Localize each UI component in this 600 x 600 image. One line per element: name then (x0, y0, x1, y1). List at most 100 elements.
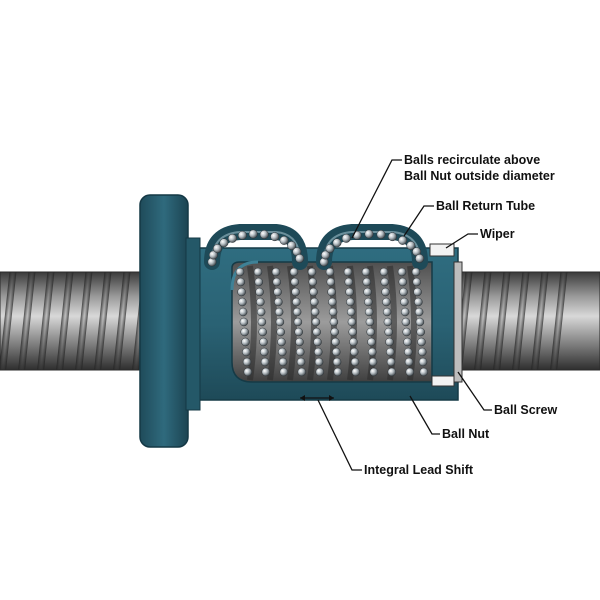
ball-bearing (325, 244, 335, 253)
label-ball-screw: Ball Screw (494, 403, 558, 417)
ball-bearing (260, 357, 270, 367)
ball-bearing (414, 297, 423, 307)
ball-bearing (419, 367, 429, 377)
ball-bearing (346, 297, 355, 307)
ball-bearing (343, 267, 353, 277)
ball-bearing (296, 357, 306, 367)
ball-bearing (376, 230, 386, 239)
ball-bearing (293, 317, 303, 327)
ball-bearing (271, 267, 281, 277)
ball-bearing (290, 277, 300, 287)
ball-bearing (332, 347, 341, 357)
ball-bearing (400, 307, 410, 317)
ball-bearing (328, 307, 338, 317)
ball-bearing (387, 367, 397, 377)
ball-bearing (273, 287, 282, 297)
ball-bearing (328, 297, 337, 307)
ball-bearing (406, 241, 416, 250)
ball-bearing (405, 367, 415, 377)
label-wiper: Wiper (480, 227, 515, 241)
ball-bearing (295, 254, 305, 263)
label-balls-recirculate-1: Balls recirculate above (404, 153, 540, 167)
ball-bearing (239, 317, 249, 327)
ball-bearing (363, 287, 372, 297)
ball-bearing (398, 235, 408, 245)
leader-ball-nut (409, 395, 440, 435)
ball-bearing (295, 337, 304, 347)
ball-bearing (413, 287, 422, 297)
ball-bearing (212, 244, 222, 253)
ball-bearing (379, 267, 389, 277)
ball-bearing (415, 317, 425, 327)
ball-bearing (369, 367, 379, 377)
ball-bearing (242, 357, 252, 367)
ball-bearing (397, 267, 407, 277)
ball-bearing (332, 238, 342, 248)
ball-bearing (364, 307, 374, 317)
ball-bearing (277, 337, 286, 347)
ball-bearing (238, 307, 248, 317)
ball-bearing (346, 307, 356, 317)
ball-bearing (219, 238, 229, 248)
ball-bearing (387, 232, 397, 242)
ball-bearing (414, 307, 424, 317)
ball-bearing (381, 287, 390, 297)
ball-bearing (297, 367, 307, 377)
ball-bearing (404, 357, 414, 367)
ball-bearing (398, 277, 408, 287)
ball-bearing (279, 235, 289, 245)
ball-bearing (243, 367, 253, 377)
ball-bearing (404, 347, 413, 357)
ball-bearing (312, 327, 321, 337)
ball-bearing (345, 287, 354, 297)
ball-bearing (291, 287, 300, 297)
ball-bearing (361, 267, 371, 277)
ball-bearing (236, 277, 246, 287)
ball-bearing (259, 337, 268, 347)
leader-ball-screw (457, 371, 492, 411)
ball-bearing (296, 347, 305, 357)
ball-bearing (341, 233, 351, 243)
ball-bearing (382, 297, 391, 307)
ball-bearing (326, 277, 336, 287)
ball-bearing (330, 327, 339, 337)
label-balls-recirculate-2: Ball Nut outside diameter (404, 169, 555, 183)
ball-bearing (274, 297, 283, 307)
ball-bearing (257, 317, 267, 327)
ball-bearing (331, 337, 340, 347)
ball-bearing (362, 277, 372, 287)
ball-bearing (412, 277, 422, 287)
ball-bearing (367, 337, 376, 347)
ball-bearing (248, 229, 258, 239)
ball-bearing (327, 287, 336, 297)
ball-bearing (401, 317, 411, 327)
ball-bearing (289, 267, 299, 277)
ball-bearing (256, 307, 266, 317)
leader-integral-lead-shift (317, 399, 362, 471)
ball-bearing (364, 229, 374, 239)
leader-wiper (445, 233, 478, 249)
ball-bearing (258, 327, 267, 337)
ball-bearing (386, 347, 395, 357)
ball-bearing (399, 287, 408, 297)
ball-bearing (279, 367, 289, 377)
ball-bearing (403, 337, 412, 347)
ball-bearing (417, 337, 426, 347)
ball-bearing (270, 232, 280, 242)
ball-bearing (307, 267, 317, 277)
lead-shift-marker (300, 395, 334, 401)
ball-bearing (310, 307, 320, 317)
ball-bearing (333, 367, 343, 377)
ball-bearing (235, 267, 245, 277)
ball-bearing (278, 357, 288, 367)
ball-bearing (385, 337, 394, 347)
ball-bearing (314, 357, 324, 367)
ball-bearing (253, 267, 263, 277)
leader-ball-return-tube (403, 205, 434, 237)
ball-bearing (344, 277, 354, 287)
ball-bearing (237, 230, 247, 240)
ball-bearing (364, 297, 373, 307)
ball-bearing (259, 230, 269, 239)
ball-bearing (275, 317, 285, 327)
